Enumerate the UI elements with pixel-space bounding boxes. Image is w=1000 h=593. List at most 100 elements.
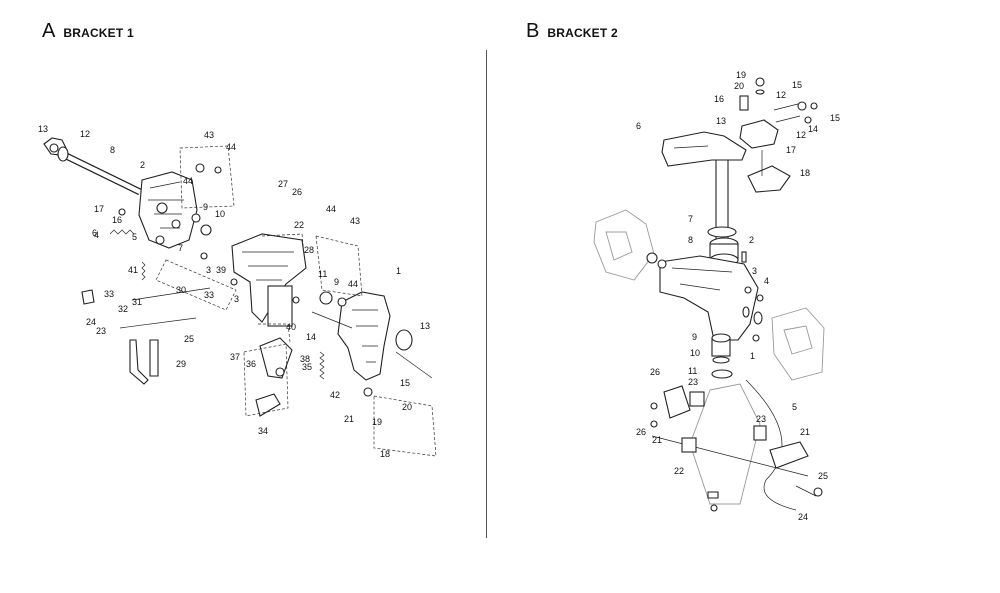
callout-label-b-11: 18 bbox=[800, 168, 810, 178]
callout-label-b-19: 10 bbox=[690, 348, 700, 358]
top-plate bbox=[739, 119, 779, 149]
callout-label-a-14: 4 bbox=[94, 230, 99, 240]
callout-label-b-16: 4 bbox=[764, 276, 769, 286]
callout-label-b-2: 15 bbox=[792, 80, 802, 90]
callout-label-b-13: 8 bbox=[688, 235, 693, 245]
callout-label-b-24: 23 bbox=[756, 414, 766, 424]
callout-label-a-46: 15 bbox=[400, 378, 410, 388]
tilt-shaft bbox=[43, 137, 142, 196]
callout-label-b-28: 22 bbox=[674, 466, 684, 476]
spring-41 bbox=[141, 261, 146, 281]
bracket-2-exploded-view bbox=[593, 77, 825, 512]
callout-label-a-24: 9 bbox=[334, 277, 339, 287]
callout-label-b-10: 17 bbox=[786, 145, 796, 155]
callout-label-b-21: 26 bbox=[650, 367, 660, 377]
callout-label-a-41: 37 bbox=[230, 352, 240, 362]
mount-21-left bbox=[663, 385, 691, 419]
callout-label-b-6: 12 bbox=[796, 130, 806, 140]
callout-label-a-11: 17 bbox=[94, 204, 104, 214]
callout-label-a-49: 20 bbox=[402, 402, 412, 412]
callout-label-a-16: 7 bbox=[178, 243, 183, 253]
panel-divider bbox=[486, 50, 487, 538]
callout-label-a-43: 38 bbox=[300, 354, 310, 364]
callout-label-a-45: 42 bbox=[330, 390, 340, 400]
callout-label-b-30: 24 bbox=[798, 512, 808, 522]
callout-label-a-27: 33 bbox=[104, 289, 114, 299]
callout-label-b-5: 13 bbox=[716, 116, 726, 126]
callout-label-a-6: 44 bbox=[183, 176, 193, 186]
callout-label-a-19: 43 bbox=[350, 216, 360, 226]
callout-label-b-17: 9 bbox=[692, 332, 697, 342]
callout-label-b-9: 6 bbox=[636, 121, 641, 131]
swivel-housing bbox=[659, 255, 759, 341]
plate-34 bbox=[255, 393, 281, 417]
callout-label-b-15: 3 bbox=[752, 266, 757, 276]
callout-label-a-4: 43 bbox=[204, 130, 214, 140]
callout-label-a-23: 11 bbox=[318, 269, 327, 279]
callout-label-b-12: 7 bbox=[688, 214, 693, 224]
bushing-7 bbox=[707, 226, 737, 238]
callout-label-a-29: 32 bbox=[118, 304, 128, 314]
plate-36 bbox=[259, 337, 293, 379]
callout-label-a-12: 16 bbox=[112, 215, 122, 225]
callout-label-a-39: 25 bbox=[184, 334, 194, 344]
callout-label-b-18: 1 bbox=[750, 351, 755, 361]
callout-label-a-50: 34 bbox=[258, 426, 268, 436]
callout-label-a-18: 44 bbox=[326, 204, 336, 214]
callout-label-a-47: 21 bbox=[344, 414, 354, 424]
callout-label-a-44: 35 bbox=[302, 362, 312, 372]
pad-22 bbox=[681, 437, 697, 453]
callout-label-b-22: 23 bbox=[688, 377, 698, 387]
callout-label-b-8: 15 bbox=[830, 113, 840, 123]
callout-label-a-33: 1 bbox=[396, 266, 401, 276]
callout-label-a-42: 36 bbox=[246, 359, 256, 369]
callout-label-a-35: 23 bbox=[96, 326, 106, 336]
panel-a-letter: A bbox=[42, 20, 56, 42]
lever-29 bbox=[129, 339, 149, 385]
callout-label-b-25: 26 bbox=[636, 427, 646, 437]
callout-label-a-2: 8 bbox=[110, 145, 115, 155]
callout-label-a-8: 26 bbox=[292, 187, 302, 197]
callout-label-a-48: 19 bbox=[372, 417, 382, 427]
callout-label-b-0: 19 bbox=[736, 70, 746, 80]
callout-label-a-40: 29 bbox=[176, 359, 186, 369]
callout-label-b-23: 5 bbox=[792, 402, 797, 412]
callout-label-a-36: 40 bbox=[286, 322, 296, 332]
callout-label-b-1: 20 bbox=[734, 81, 744, 91]
callout-label-a-13: 6 bbox=[92, 228, 97, 238]
right-clamp-bracket bbox=[337, 291, 391, 381]
callout-label-a-10: 10 bbox=[215, 209, 225, 219]
tiller-arm bbox=[661, 131, 747, 167]
callout-label-b-27: 21 bbox=[800, 427, 810, 437]
panel-b-heading: B BRACKET 2 bbox=[526, 20, 618, 46]
left-clamp-bracket bbox=[138, 171, 198, 249]
callout-label-a-25: 44 bbox=[348, 279, 358, 289]
callout-label-b-4: 12 bbox=[776, 90, 786, 100]
spring-6 bbox=[109, 229, 135, 235]
callout-label-a-17: 22 bbox=[294, 220, 304, 230]
callout-label-a-22: 28 bbox=[304, 245, 314, 255]
callout-label-a-28: 31 bbox=[132, 297, 142, 307]
callout-label-a-20: 3 bbox=[206, 265, 211, 275]
bracket-1-exploded-view bbox=[43, 137, 437, 457]
callout-label-a-0: 13 bbox=[38, 124, 48, 134]
callout-label-a-15: 5 bbox=[132, 232, 137, 242]
callout-label-a-34: 24 bbox=[86, 317, 96, 327]
lever-25 bbox=[149, 339, 159, 377]
callout-label-b-29: 25 bbox=[818, 471, 828, 481]
panel-a-heading: A BRACKET 1 bbox=[42, 20, 134, 46]
panel-b-letter: B bbox=[526, 20, 540, 42]
callout-label-b-26: 21 bbox=[652, 435, 662, 445]
callout-label-a-26: 41 bbox=[128, 265, 138, 275]
callout-label-a-38: 14 bbox=[306, 332, 316, 342]
callout-label-a-51: 18 bbox=[380, 449, 390, 459]
callout-label-a-37: 13 bbox=[420, 321, 430, 331]
pad-23-left bbox=[689, 391, 705, 407]
lever-24 bbox=[81, 289, 95, 305]
callout-label-a-3: 2 bbox=[140, 160, 145, 170]
callout-label-a-5: 44 bbox=[226, 142, 236, 152]
callout-label-a-21: 39 bbox=[216, 265, 226, 275]
